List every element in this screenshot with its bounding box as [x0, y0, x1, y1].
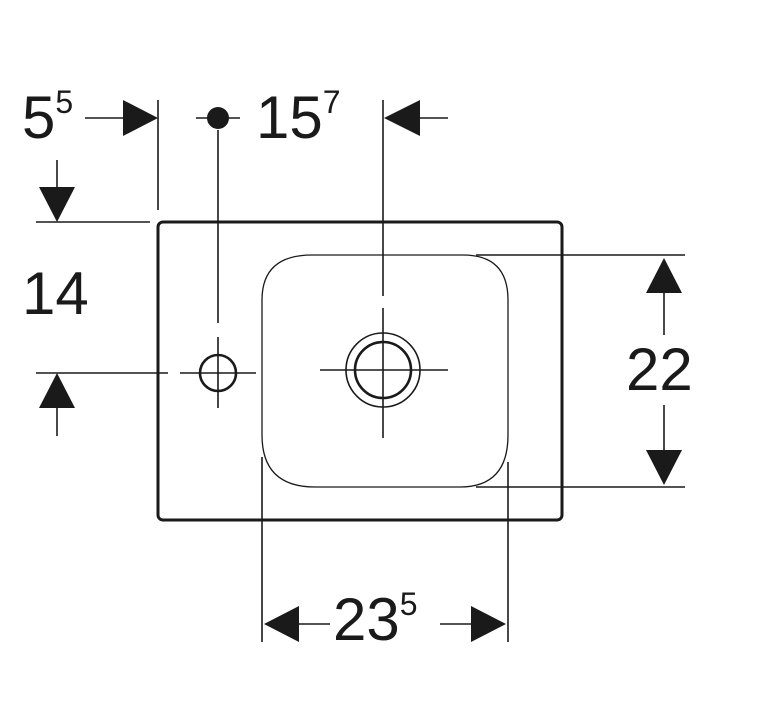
label-drain-offset: 157: [256, 84, 341, 151]
label-tap-offset: 55: [22, 84, 73, 151]
drain: [320, 308, 448, 438]
label-top-to-tap: 14: [22, 260, 89, 327]
bowl-depth-arrow-up: [646, 258, 682, 293]
label-bowl-depth: 22: [626, 336, 693, 403]
label-bowl-width: 235: [333, 586, 418, 653]
bowl-width-arrow-right: [471, 606, 506, 642]
top-to-tap-arrow-down: [39, 187, 75, 222]
tap-offset-arrow: [123, 100, 158, 136]
drain-offset-arrow: [384, 100, 420, 136]
bowl-depth-arrow-down: [646, 450, 682, 485]
top-to-tap-arrow-up: [39, 373, 75, 408]
basin-outline: [156, 220, 564, 522]
bowl-width-arrow-left: [264, 606, 299, 642]
tap-hole: [180, 337, 256, 408]
bowl-outline: [261, 254, 509, 488]
